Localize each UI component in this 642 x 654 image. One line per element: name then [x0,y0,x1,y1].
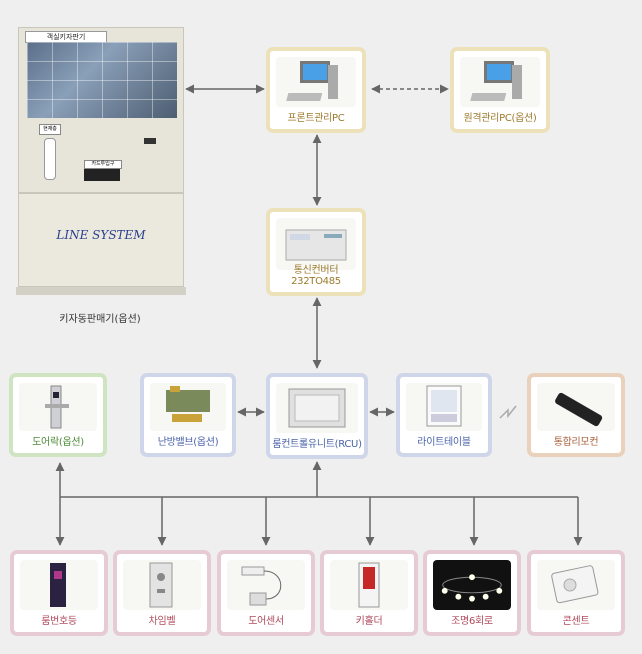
lighting-circuit-node: 조명6회로 [423,550,521,636]
remote-pc-label: 원격관리PC(옵션) [463,113,537,124]
chandelier-icon [433,560,511,610]
chime-bell-icon [123,560,201,610]
heating-valve-node: 난방밸브(옵션) [140,373,236,457]
key-vending-machine: 객실키자판기 현재층 카드투입구 LINE SYSTEM [16,27,186,295]
room-number-light-node: 룸번호등 [10,550,108,636]
card-slot[interactable] [84,169,120,181]
light-table-node: 라이트테이블 [396,373,492,457]
room-photo-grid [27,42,177,118]
computer-icon [460,57,540,107]
front-pc-label: 프론트관리PC [287,113,345,124]
bottom-label-2: 도어센서 [248,616,284,627]
bottom-label-4: 조명6회로 [451,616,493,627]
converter-icon [276,218,356,270]
light-table-label: 라이트테이블 [417,437,471,448]
kiosk-button-label: 현재층 [39,124,61,135]
valve-icon [150,383,226,431]
rcu-node: 룸컨트롤유니트(RCU) [266,373,368,459]
bottom-label-1: 차임벨 [148,616,176,627]
remote-control-icon [537,383,615,431]
outlet-icon [537,560,615,610]
remote-control-node: 통합리모컨 [527,373,625,457]
heating-valve-label: 난방밸브(옵션) [157,437,219,448]
card-slot-label: 카드투입구 [84,160,122,169]
rcu-icon [276,383,358,433]
room-number-light-icon [20,560,98,610]
computer-icon [276,57,356,107]
bottom-label-3: 키홀더 [355,616,383,627]
kiosk-caption: 키자동판매기(옵션) [59,314,141,325]
door-sensor-node: 도어센서 [217,550,315,636]
bottom-label-0: 룸번호등 [41,616,77,627]
outlet-node: 콘센트 [527,550,625,636]
door-lock-icon [19,383,97,431]
converter-label: 통신컨버터232TO485 [291,265,341,287]
rcu-label: 룸컨트롤유니트(RCU) [272,439,362,450]
phone-handset-icon[interactable] [44,138,56,180]
remote-pc-node: 원격관리PC(옵션) [450,47,550,133]
light-table-icon [406,383,482,431]
remote-control-label: 통합리모컨 [553,437,599,448]
door-lock-node: 도어락(옵션) [9,373,107,457]
key-slot[interactable] [144,138,156,144]
converter-node: 통신컨버터232TO485 [266,208,366,296]
front-pc-node: 프론트관리PC [266,47,366,133]
door-lock-label: 도어락(옵션) [32,437,84,448]
wireless-icon [499,405,517,419]
chime-bell-node: 차임벨 [113,550,211,636]
door-sensor-icon [227,560,305,610]
brand-logo: LINE SYSTEM [56,228,146,242]
key-holder-node: 키홀더 [320,550,418,636]
key-holder-icon [330,560,408,610]
bottom-label-5: 콘센트 [562,616,590,627]
